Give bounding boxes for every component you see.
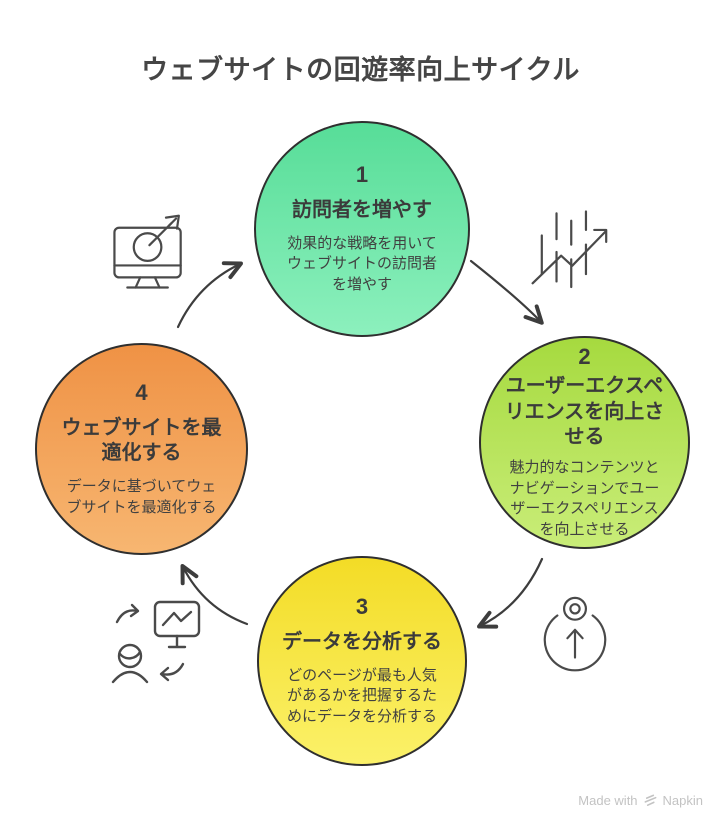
watermark-prefix: Made with [578,793,638,808]
step-number: 4 [135,379,148,405]
rising-chart-icon [531,210,608,289]
step-description: 魅力的なコンテンツと ナビゲーションでユー ザーエクスペリエンス を向上させる [509,459,660,539]
napkin-logo-icon [644,794,656,806]
diagram-title: ウェブサイトの回遊率向上サイクル [141,55,580,85]
watermark-brand: Napkin [662,793,703,808]
step-description: どのページが最も人気 があるかを把握するた めにデータを分析する [286,666,437,726]
step-circle-2: 2 ユーザーエクスペ リエンスを向上さ せる 魅力的なコンテンツと ナビゲーショ… [479,336,690,549]
monitor-target-dart-icon [113,214,182,289]
step-description: 効果的な戦略を用いて ウェブサイトの訪問者 を増やす [286,234,437,294]
step-title: データを分析する [282,631,442,654]
step-title: 訪問者を増やす [292,199,432,222]
step-circle-3: 3 データを分析する どのページが最も人気 があるかを把握するた めにデータを分… [257,556,467,766]
step-description: データに基づいてウェ ブサイトを最適化する [66,477,217,516]
step-number: 3 [355,594,369,620]
step-circle-4: 4 ウェブサイトを最 適化する データに基づいてウェ ブサイトを最適化する [35,343,248,555]
person-screen-sync-icon [111,600,201,684]
step-number: 2 [578,344,591,370]
napkin-watermark[interactable]: Made with Napkin [578,793,703,808]
step-circle-1: 1 訪問者を増やす 効果的な戦略を用いて ウェブサイトの訪問者 を増やす [254,121,470,337]
step-number: 1 [355,162,369,188]
step-title: ウェブサイトを最 適化する [61,416,222,465]
step-title: ユーザーエクスペ リエンスを向上さ せる [504,375,665,449]
goal-up-arrow-icon [543,596,607,672]
